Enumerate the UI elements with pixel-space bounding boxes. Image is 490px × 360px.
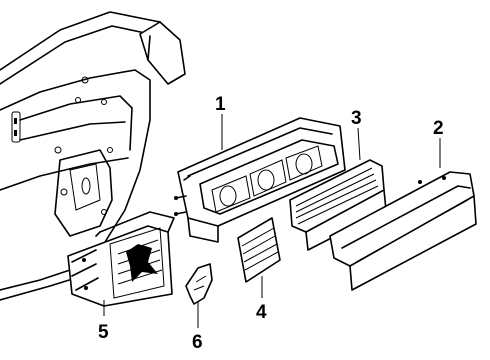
outer-trim-panel: [329, 171, 477, 291]
callouts: 1 2 3 4 5 6: [98, 94, 444, 353]
callout-2: 2: [433, 118, 444, 139]
small-lens: [237, 217, 281, 283]
retaining-clip: [185, 263, 213, 305]
callout-1: 1: [215, 94, 226, 115]
marker-lamp-assembly: [67, 211, 175, 307]
callout-4: 4: [256, 302, 267, 323]
callout-5: 5: [98, 322, 109, 343]
leader-lines: [103, 114, 441, 328]
tail-lamp-housing: [174, 117, 346, 243]
callout-3: 3: [351, 108, 362, 129]
callout-6: 6: [192, 332, 203, 353]
tail-lamp-lens: [289, 159, 387, 251]
